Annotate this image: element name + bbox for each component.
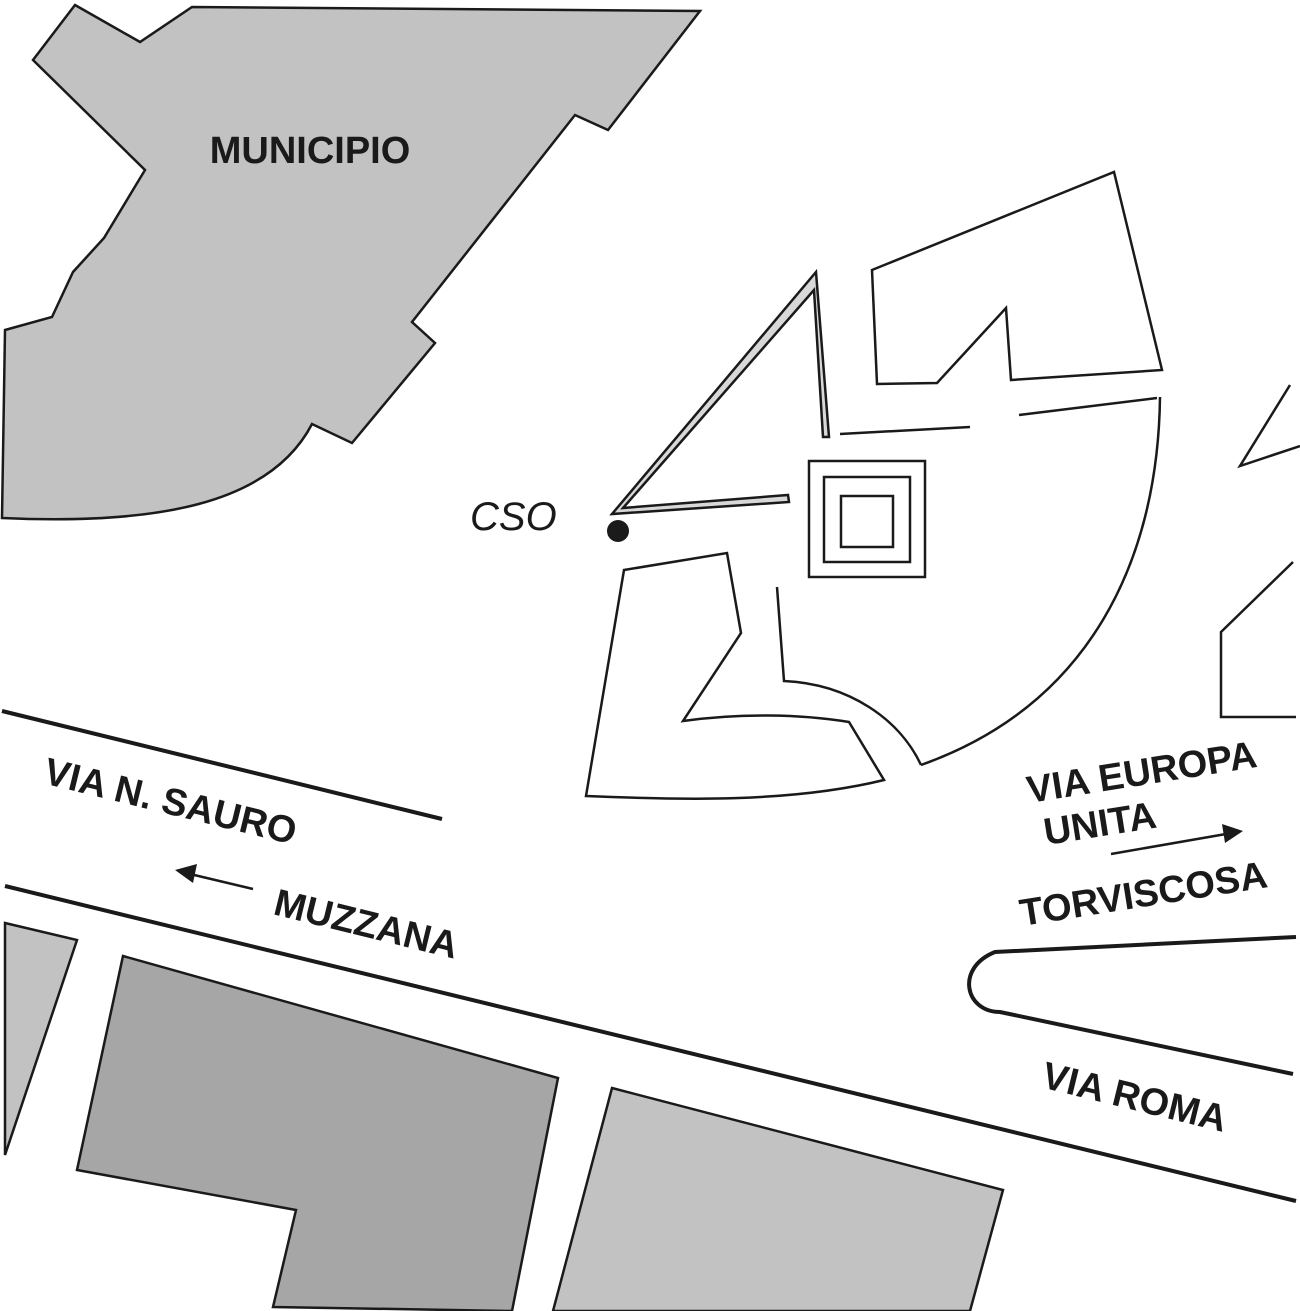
triangle-path <box>609 268 831 516</box>
label-municipio: MUNICIPIO <box>210 130 411 172</box>
right-edge-building <box>1219 561 1296 719</box>
cso-marker <box>607 520 629 542</box>
park-path-curve <box>775 586 923 766</box>
label-cso: CSO <box>470 495 557 539</box>
via-sauro-upper-edge <box>1 709 443 821</box>
arrow-torviscosa-icon <box>1110 824 1243 856</box>
path-segment-2 <box>1018 396 1158 417</box>
bottom-right-block <box>551 1086 1005 1311</box>
path-segment-1 <box>839 425 971 436</box>
right-edge-triangle <box>1237 384 1300 469</box>
label-via-roma: VIA ROMA <box>1038 1055 1231 1141</box>
label-muzzana: MUZZANA <box>270 882 462 968</box>
arrow-muzzana-icon <box>175 864 254 891</box>
bottom-dark-block <box>75 954 560 1311</box>
monument-inner-square <box>839 494 895 549</box>
park-top-right-shape <box>870 170 1164 386</box>
bottom-left-block <box>3 921 79 1156</box>
park-arc-edge <box>920 396 1162 767</box>
via-europa-island <box>967 935 1297 1076</box>
label-via-sauro: VIA N. SAURO <box>40 751 301 853</box>
park-left-shape <box>584 551 886 800</box>
via-roma-lower-edge <box>4 884 1297 1203</box>
municipio-building <box>0 3 703 521</box>
label-torviscosa: TORVISCOSA <box>1017 854 1270 935</box>
